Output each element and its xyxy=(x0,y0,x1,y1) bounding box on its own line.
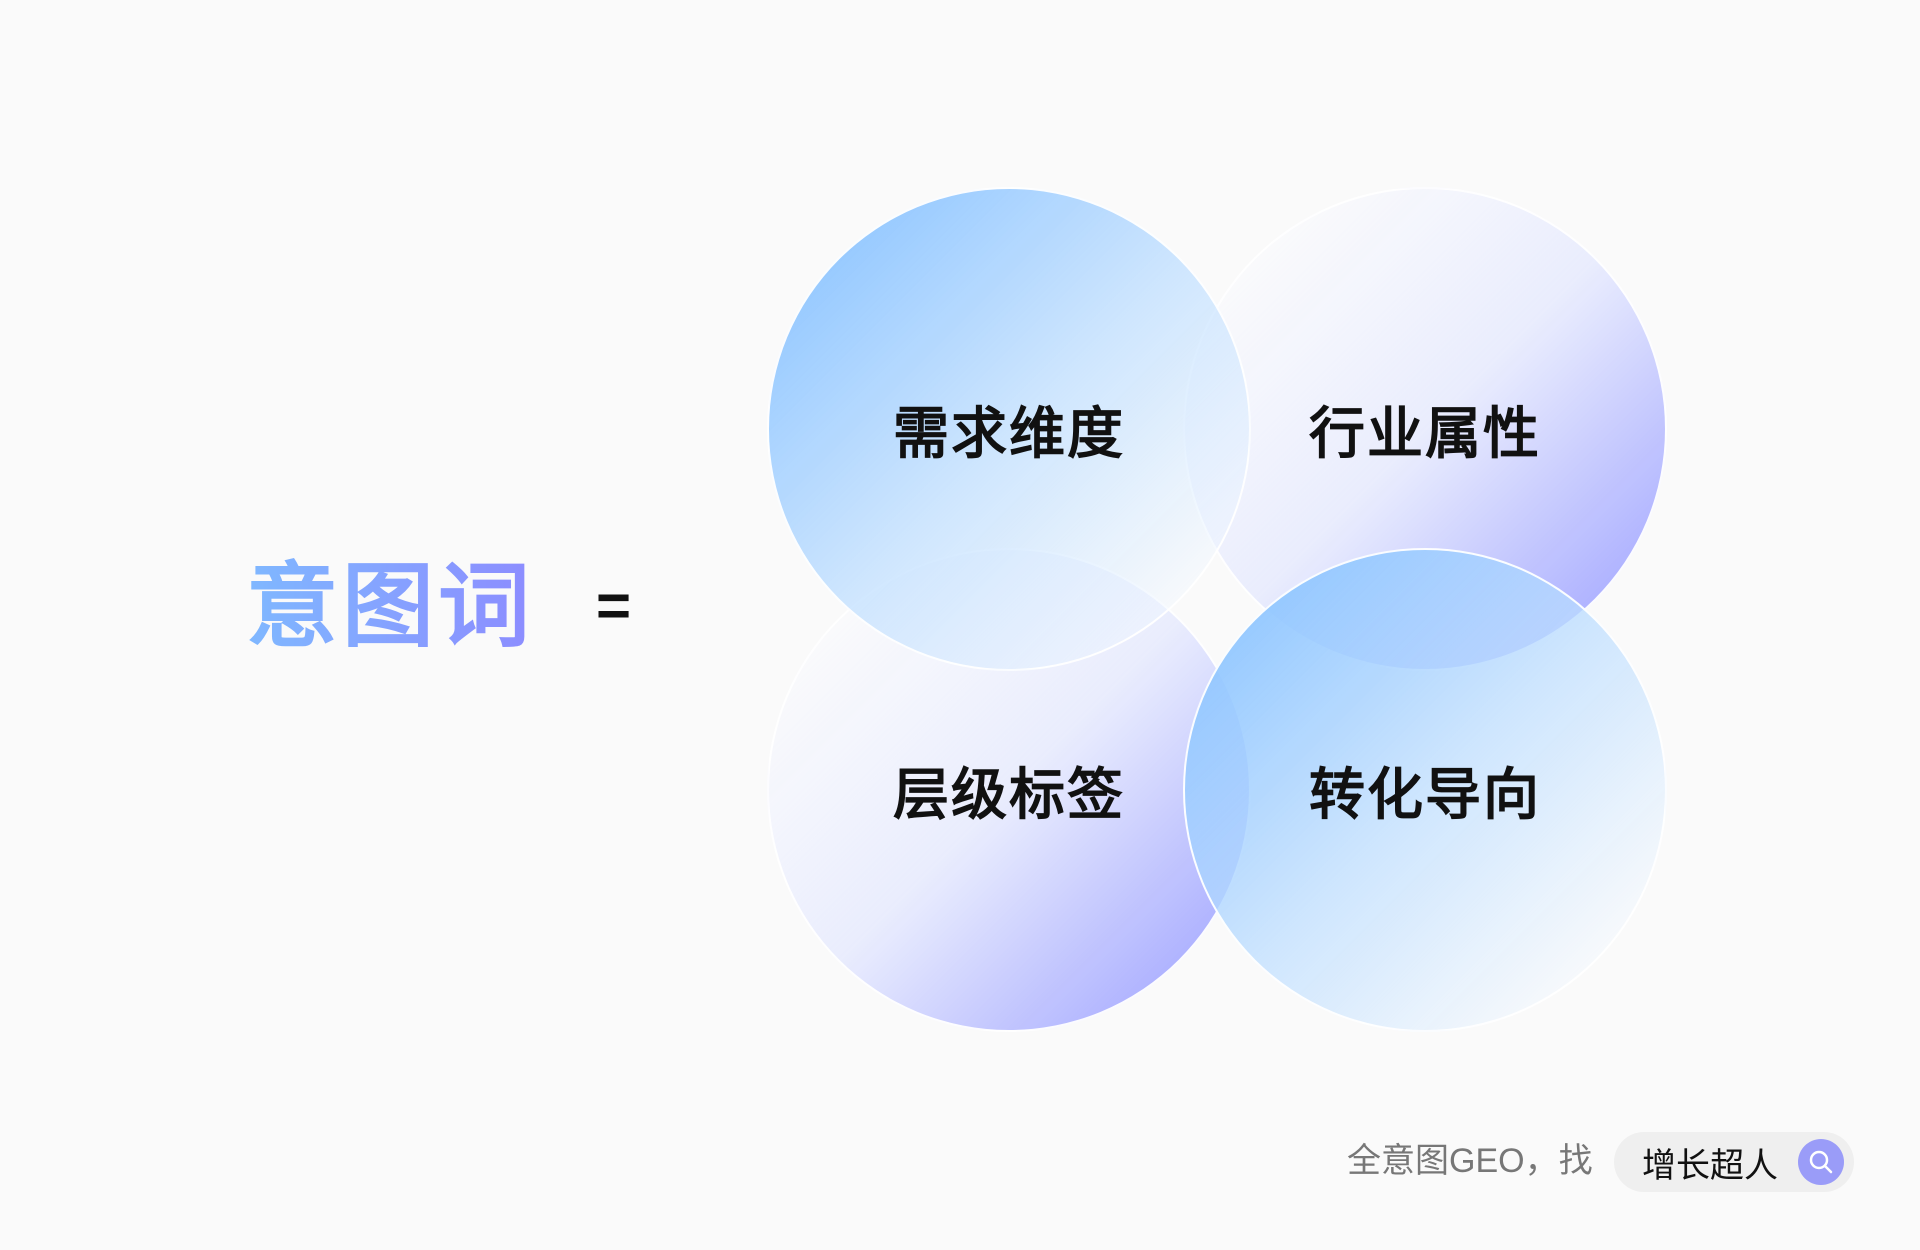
circle-label: 行业属性 xyxy=(1309,401,1541,465)
search-button[interactable] xyxy=(1798,1139,1844,1185)
search-label: 增长超人 xyxy=(1642,1146,1778,1185)
circle-label: 转化导向 xyxy=(1309,762,1541,826)
equals-sign: = xyxy=(596,572,632,639)
footer-text: 全意图GEO，找 xyxy=(1347,1142,1593,1180)
search-pill[interactable]: 增长超人 xyxy=(1614,1132,1854,1192)
circle-label: 层级标签 xyxy=(893,762,1125,826)
circle-conversion-orientation: 转化导向 xyxy=(1183,548,1667,1032)
search-icon xyxy=(1809,1150,1833,1174)
circle-demand-dimension: 需求维度 xyxy=(767,187,1251,671)
circle-label: 需求维度 xyxy=(893,401,1125,465)
main-title: 意图词 xyxy=(246,552,534,662)
